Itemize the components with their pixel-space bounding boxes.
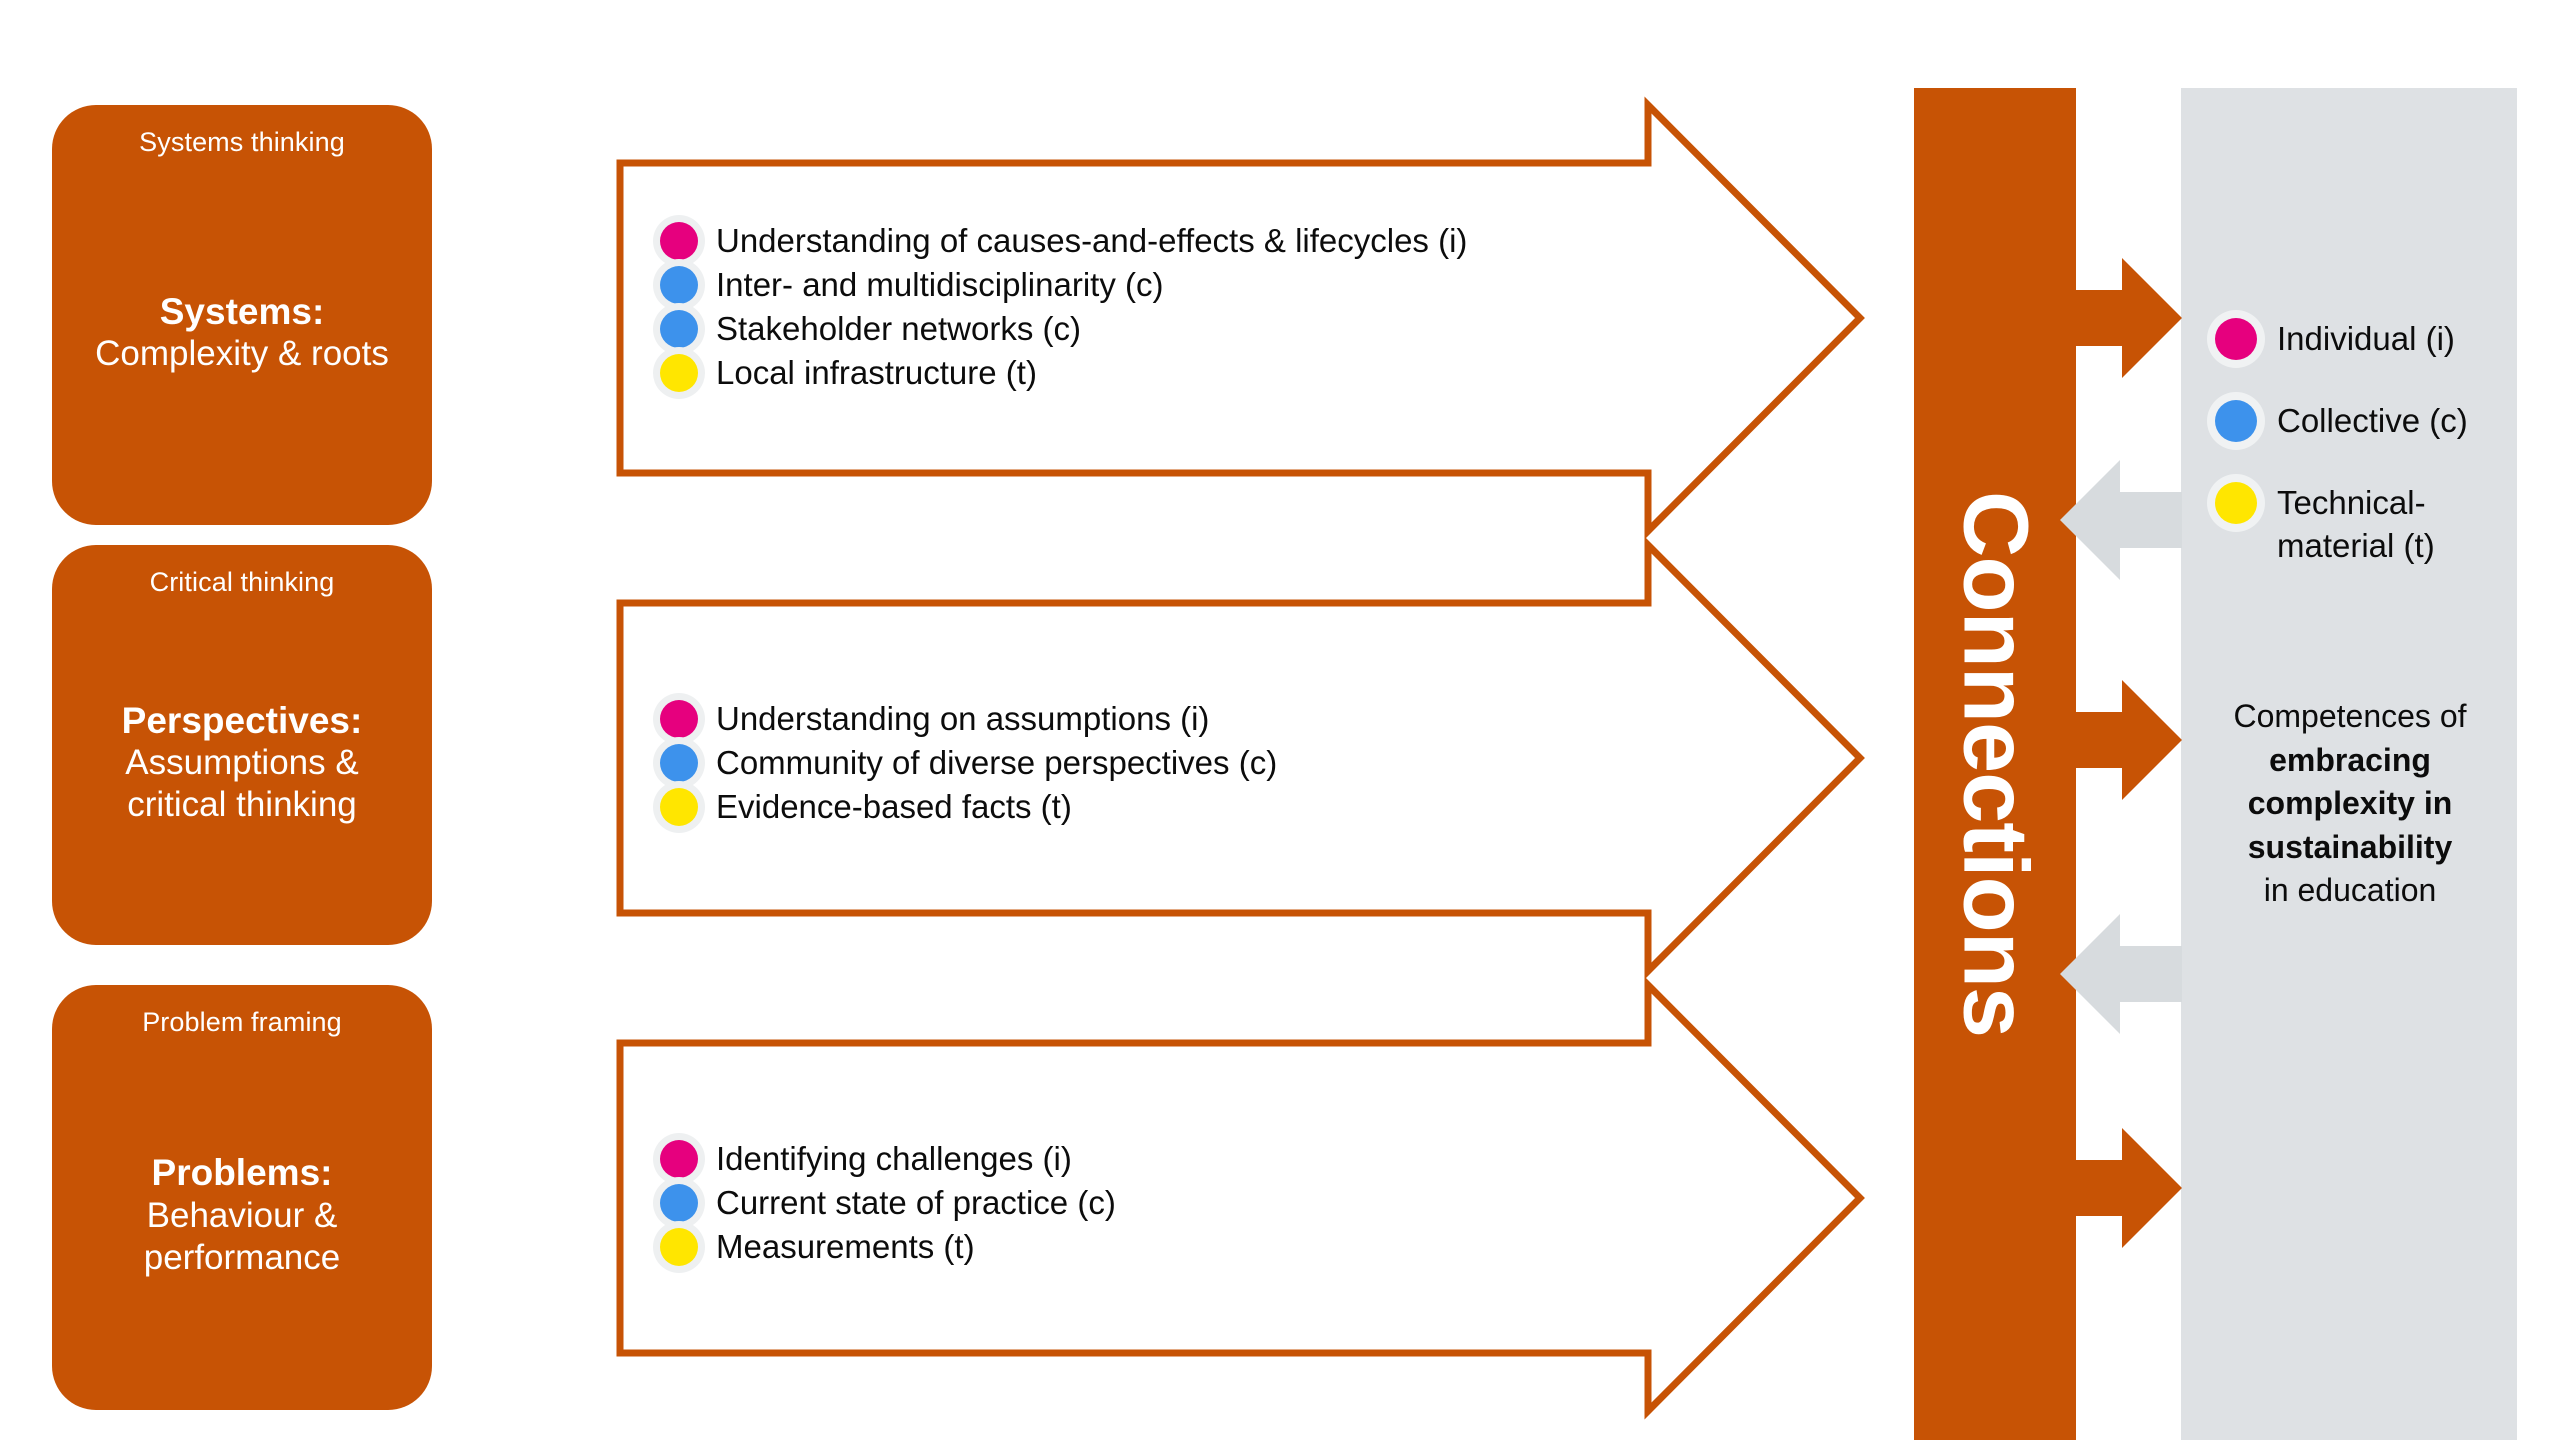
list-item-label: Stakeholder networks (c) (716, 310, 1081, 348)
legend-label: Individual (i) (2277, 320, 2455, 357)
list-item: Local infrastructure (t) (660, 354, 1467, 392)
list-item: Understanding on assumptions (i) (660, 700, 1277, 738)
collective-dot-icon (660, 744, 698, 782)
collective-dot-icon (660, 1184, 698, 1222)
list-item-label: Inter- and multidisciplinarity (c) (716, 266, 1164, 304)
individual-dot-icon (660, 700, 698, 738)
category-kicker: Systems thinking (139, 127, 345, 157)
list-item: Inter- and multidisciplinarity (c) (660, 266, 1467, 304)
category-title: Problems: (151, 1152, 333, 1194)
outcome-caption: Competences of embracing complexity in s… (2200, 695, 2500, 913)
category-body: Systems: Complexity & roots (66, 158, 418, 507)
competence-list-perspectives: Understanding on assumptions (i) Communi… (660, 700, 1277, 832)
list-item: Community of diverse perspectives (c) (660, 744, 1277, 782)
caption-line-5: in education (2263, 872, 2437, 909)
collective-dot-icon (660, 266, 698, 304)
list-item-label: Understanding on assumptions (i) (716, 700, 1210, 738)
category-body: Problems: Behaviour & performance (66, 1038, 418, 1392)
competence-list-problems: Identifying challenges (i) Current state… (660, 1140, 1116, 1272)
legend-label: Technical-material (t) (2277, 482, 2435, 566)
individual-dot-icon (660, 222, 698, 260)
outcome-panel (2181, 88, 2517, 1440)
category-kicker: Critical thinking (149, 567, 335, 597)
collective-dot-icon (660, 310, 698, 348)
list-item: Identifying challenges (i) (660, 1140, 1116, 1178)
individual-dot-icon (2215, 318, 2257, 360)
legend: Individual (i) Collective (c) Technical-… (2215, 318, 2515, 607)
category-box-problems[interactable]: Problem framing Problems: Behaviour & pe… (52, 985, 432, 1410)
category-kicker: Problem framing (142, 1007, 342, 1037)
category-subtitle-line2: critical thinking (127, 785, 357, 825)
block-arrow-perspectives (616, 536, 1865, 980)
technical-dot-icon (2215, 482, 2257, 525)
legend-label: Collective (c) (2277, 402, 2468, 440)
list-item-label: Community of diverse perspectives (c) (716, 744, 1278, 782)
list-item: Evidence-based facts (t) (660, 788, 1277, 826)
caption-line-4: sustainability (2247, 828, 2453, 865)
legend-label-line1: Technical- (2277, 484, 2426, 522)
category-box-perspectives[interactable]: Critical thinking Perspectives: Assumpti… (52, 545, 432, 945)
legend-label-line2: material (t) (2277, 526, 2435, 564)
connector-arrow-right-1 (2060, 258, 2182, 378)
category-subtitle-line1: Behaviour & (146, 1195, 338, 1235)
list-item: Current state of practice (c) (660, 1184, 1116, 1222)
connector-arrow-right-3 (2060, 1128, 2182, 1248)
technical-dot-icon (660, 788, 698, 826)
connector-arrow-right-2 (2060, 680, 2182, 800)
category-box-systems[interactable]: Systems thinking Systems: Complexity & r… (52, 105, 432, 525)
list-item-label: Evidence-based facts (t) (716, 788, 1072, 826)
legend-item-individual: Individual (i) (2215, 318, 2515, 360)
technical-dot-icon (660, 1228, 698, 1266)
list-item-label: Local infrastructure (t) (716, 354, 1037, 392)
category-title: Systems: (159, 290, 325, 332)
block-arrow-systems (616, 96, 1865, 540)
list-item: Understanding of causes-and-effects & li… (660, 222, 1467, 260)
category-subtitle-line2: performance (143, 1237, 341, 1277)
individual-dot-icon (660, 1140, 698, 1178)
category-body: Perspectives: Assumptions & critical thi… (66, 598, 418, 927)
category-subtitle-line1: Assumptions & (125, 743, 359, 783)
caption-line-1: Competences of (2233, 698, 2467, 734)
list-item-label: Measurements (t) (716, 1228, 975, 1266)
category-subtitle: Complexity & roots (95, 334, 389, 374)
caption-line-3: complexity in (2247, 785, 2453, 822)
list-item-label: Current state of practice (c) (716, 1184, 1116, 1222)
legend-item-technical: Technical-material (t) (2215, 482, 2515, 566)
connector-arrow-left-1 (2060, 460, 2182, 580)
competence-list-systems: Understanding of causes-and-effects & li… (660, 222, 1467, 398)
technical-dot-icon (660, 354, 698, 392)
connector-arrow-left-2 (2060, 914, 2182, 1034)
legend-item-collective: Collective (c) (2215, 400, 2515, 443)
connections-bar[interactable]: Connections (1914, 88, 2076, 1440)
list-item-label: Understanding of causes-and-effects & li… (716, 222, 1468, 260)
list-item: Stakeholder networks (c) (660, 310, 1467, 348)
caption-line-2: embracing (2269, 741, 2431, 778)
block-arrow-problems (616, 976, 1865, 1420)
category-title: Perspectives: (121, 699, 363, 741)
collective-dot-icon (2215, 400, 2257, 443)
list-item: Measurements (t) (660, 1228, 1116, 1266)
list-item-label: Identifying challenges (i) (716, 1140, 1072, 1178)
